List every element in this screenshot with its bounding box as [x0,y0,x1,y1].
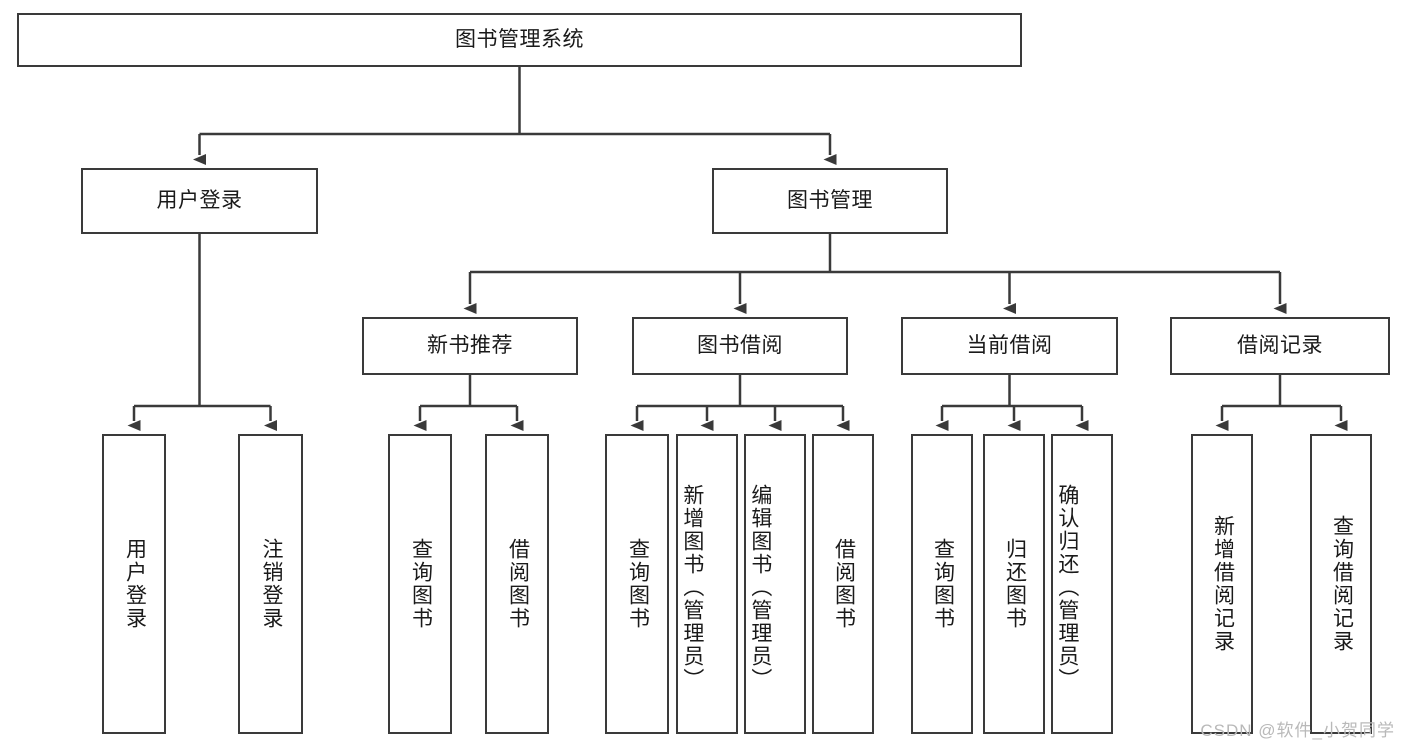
node-current-borrow[interactable]: 当前借阅 [901,317,1118,375]
node-root[interactable]: 图书管理系统 [17,13,1022,67]
node-leaf-user-login-label: 用户登录 [123,538,147,630]
node-leaf-logout-label: 注销登录 [259,538,283,630]
node-user-login-label: 用户登录 [156,189,243,213]
node-leaf-add-record[interactable]: 新增借阅记录 [1191,434,1253,734]
node-leaf-borrow-book-1-label: 借阅图书 [506,538,530,630]
node-leaf-query-record-label: 查询借阅记录 [1330,515,1354,653]
node-leaf-query-book-1-label: 查询图书 [409,538,433,630]
node-leaf-query-book-2[interactable]: 查询图书 [605,434,669,734]
node-new-book-recommend[interactable]: 新书推荐 [362,317,578,375]
node-leaf-borrow-book-2[interactable]: 借阅图书 [812,434,874,734]
node-borrow-record[interactable]: 借阅记录 [1170,317,1390,375]
node-leaf-borrow-book-1[interactable]: 借阅图书 [485,434,549,734]
node-leaf-return-book[interactable]: 归还图书 [983,434,1045,734]
node-leaf-confirm-return[interactable]: 确认归还（管理员） [1051,434,1113,734]
node-leaf-borrow-book-2-label: 借阅图书 [832,538,856,630]
node-leaf-add-record-label: 新增借阅记录 [1211,515,1235,653]
node-leaf-query-record[interactable]: 查询借阅记录 [1310,434,1372,734]
node-leaf-add-book-label: 新增图书（管理员） [680,483,704,691]
node-leaf-add-book[interactable]: 新增图书（管理员） [676,434,738,734]
node-book-manage-label: 图书管理 [787,189,873,213]
node-leaf-query-book-3[interactable]: 查询图书 [911,434,973,734]
node-leaf-logout[interactable]: 注销登录 [238,434,303,734]
node-leaf-edit-book[interactable]: 编辑图书（管理员） [744,434,806,734]
node-user-login[interactable]: 用户登录 [81,168,318,234]
node-leaf-return-book-label: 归还图书 [1003,538,1027,630]
node-leaf-query-book-3-label: 查询图书 [931,538,955,630]
node-current-borrow-label: 当前借阅 [966,334,1053,358]
node-leaf-user-login[interactable]: 用户登录 [102,434,166,734]
watermark-text: CSDN @软件_小贺同学 [1200,721,1395,740]
node-book-manage[interactable]: 图书管理 [712,168,948,234]
node-new-book-recommend-label: 新书推荐 [427,334,513,358]
node-book-borrow-label: 图书借阅 [697,334,783,358]
node-leaf-confirm-return-label: 确认归还（管理员） [1055,483,1079,691]
node-borrow-record-label: 借阅记录 [1237,334,1323,358]
node-book-borrow[interactable]: 图书借阅 [632,317,848,375]
node-leaf-edit-book-label: 编辑图书（管理员） [748,483,772,691]
node-leaf-query-book-2-label: 查询图书 [626,538,650,630]
node-leaf-query-book-1[interactable]: 查询图书 [388,434,452,734]
node-root-label: 图书管理系统 [455,28,584,52]
